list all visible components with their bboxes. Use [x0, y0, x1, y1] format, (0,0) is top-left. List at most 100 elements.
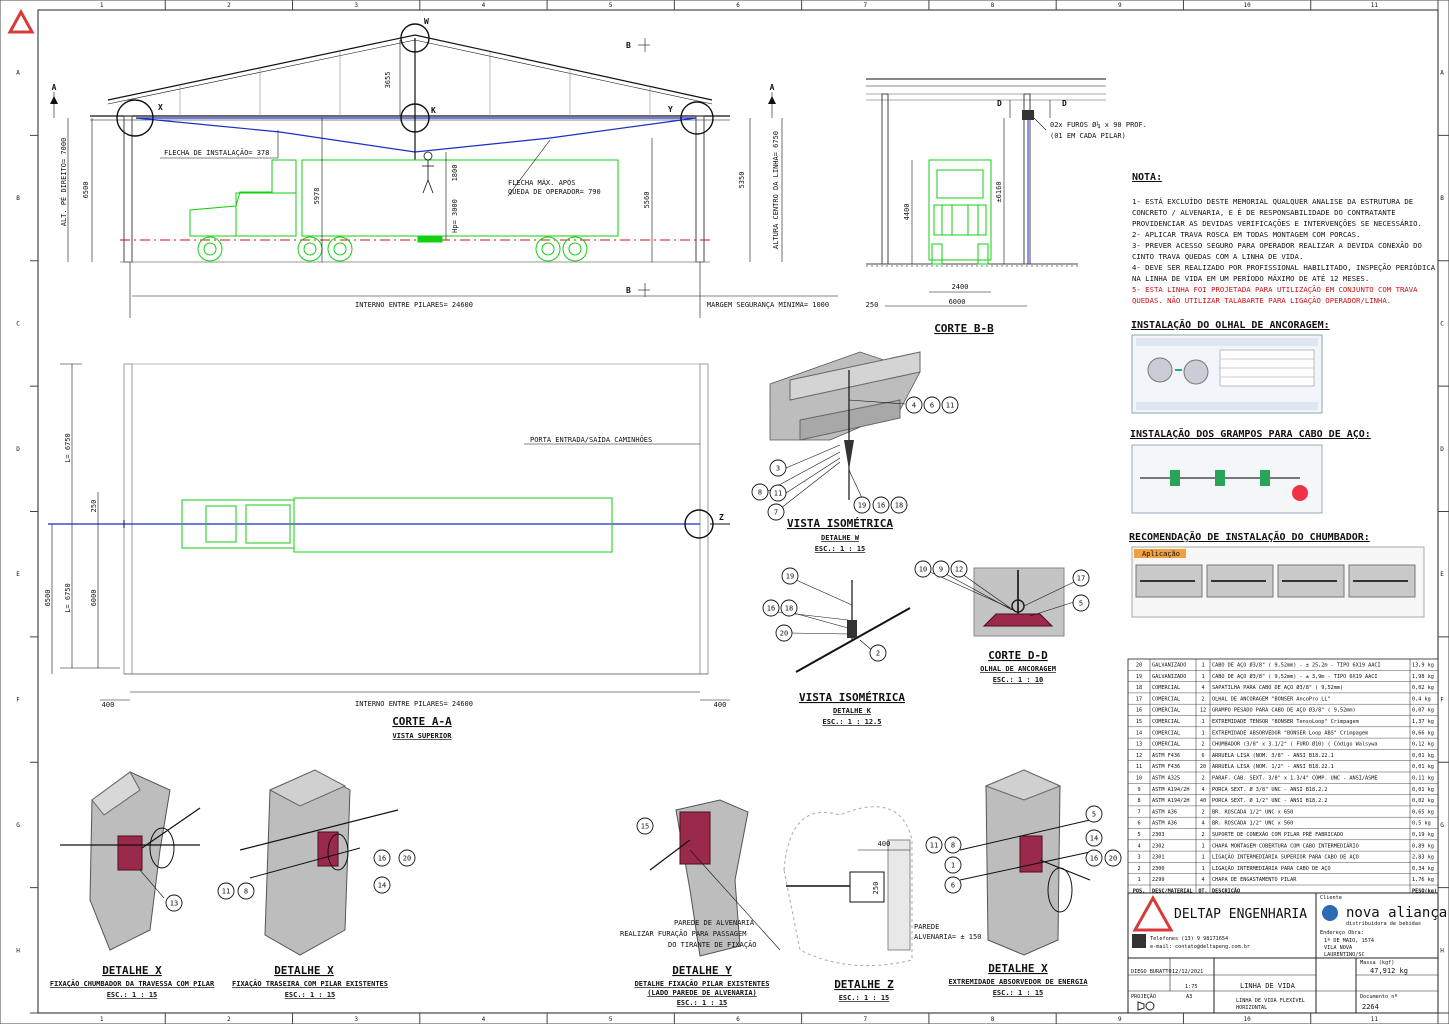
dim-plan-6750-a: L= 6750 [64, 433, 72, 463]
corte-dd-detail: OLHAL DE ANCORAGEM [980, 665, 1056, 673]
svg-text:6: 6 [930, 402, 934, 410]
row-label-C: C [16, 320, 20, 327]
dim-5978: 5978 [313, 188, 321, 205]
corte-d-d: CORTE D-D OLHAL DE ANCORAGEM ESC.: 1 : 1… [929, 567, 1075, 684]
svg-text:17: 17 [1136, 696, 1142, 702]
svg-text:11: 11 [222, 888, 230, 896]
svg-text:2299: 2299 [1152, 877, 1165, 883]
column-label-7: 7 [863, 1016, 867, 1023]
svg-text:0,02 kg: 0,02 kg [1412, 685, 1434, 691]
section-b-bottom-label: B [626, 286, 631, 295]
svg-text:ASTM A194/2H: ASTM A194/2H [1152, 798, 1189, 804]
doc-number: 2264 [1362, 1003, 1379, 1011]
detail-x2-desc: FIXAÇÃO TRASEIRA COM PILAR EXISTENTES [232, 979, 388, 988]
svg-text:CHAPA MONTAGEM COBERTURA COM C: CHAPA MONTAGEM COBERTURA COM CABO INTERM… [1212, 842, 1359, 849]
balloon-part-16: 16 [373, 849, 391, 867]
svg-text:11: 11 [1136, 764, 1142, 770]
svg-text:2: 2 [1201, 776, 1204, 782]
column-label-5: 5 [609, 2, 613, 9]
svg-text:5: 5 [1079, 600, 1083, 608]
row-label-F: F [16, 697, 20, 704]
balloon-part-19: 19 [781, 567, 799, 585]
svg-text:13: 13 [170, 900, 178, 908]
point-k-label: K [431, 106, 436, 115]
note-line-6: CINTO TRAVA QUEDAS COM A LINHA DE VIDA. [1132, 252, 1303, 261]
svg-text:3: 3 [1137, 855, 1140, 861]
balloon-part-20: 20 [775, 624, 793, 642]
section-d-left-label: D [997, 99, 1002, 108]
address-street: 1º DE MAIO, 1574 [1324, 938, 1374, 944]
iso-k-title: VISTA ISOMÉTRICA [799, 691, 905, 704]
detail-x-3: DETALHE X EXTREMIDADE ABSORVEDOR DE ENER… [948, 769, 1091, 997]
balloon-part-12: 12 [950, 560, 968, 578]
column-label-9: 9 [1118, 2, 1122, 9]
svg-text:14: 14 [378, 882, 386, 890]
svg-text:11: 11 [774, 490, 782, 498]
svg-text:2: 2 [1137, 866, 1140, 872]
flecha-instalacao-label: FLECHA DE INSTALAÇÃO= 378 [164, 148, 269, 157]
section-a-left-label: A [52, 83, 57, 92]
svg-text:1: 1 [1201, 855, 1204, 861]
row-label-F: F [1440, 697, 1444, 704]
note-line-2: CONCRETO / ALVENARIA, E É DE RESPONSABIL… [1132, 208, 1396, 217]
balloon-part-4: 4 [905, 396, 923, 414]
detail-x1-title: DETALHE X [102, 964, 162, 977]
plan-view-corte-a-a: PORTA ENTRADA/SAÍDA CAMINHÕES Z L= 6750 … [44, 363, 730, 740]
svg-text:16: 16 [378, 855, 386, 863]
svg-text:18: 18 [785, 605, 793, 613]
drawn-by: DIEGO BURATTO [1131, 969, 1172, 975]
note-red-line-2: QUEDAS. NÃO UTILIZAR TALABARTE PARA LIGA… [1132, 296, 1391, 305]
corte-dd-title: CORTE D-D [988, 649, 1048, 662]
column-label-10: 10 [1243, 2, 1251, 9]
balloon-part-13: 13 [165, 894, 183, 912]
svg-text:20: 20 [1109, 855, 1117, 863]
svg-text:0,11 kg: 0,11 kg [1412, 776, 1434, 782]
svg-text:ASTM F436: ASTM F436 [1152, 753, 1180, 759]
point-y-label: Y [668, 105, 673, 114]
svg-text:16: 16 [877, 502, 885, 510]
iso-detail-k: VISTA ISOMÉTRICA DETALHE K ESC.: 1 : 12.… [777, 579, 911, 726]
svg-text:ASTM A325: ASTM A325 [1152, 776, 1180, 782]
balloon-part-16: 16 [872, 496, 890, 514]
balloon-part-18: 18 [890, 496, 908, 514]
column-label-11: 11 [1371, 2, 1379, 9]
balloon-part-8: 8 [944, 836, 962, 854]
note-line-7: 4- DEVE SER REALIZADO POR PROFISSIONAL H… [1132, 263, 1436, 272]
section-d-right-label: D [1062, 99, 1067, 108]
svg-text:CABO DE AÇO Ø3/8" ( 9,52mm) -: CABO DE AÇO Ø3/8" ( 9,52mm) - ± 25,2m - … [1212, 662, 1381, 669]
dim-altura-linha: ALTURA CENTRO DA LINHA= 6750 [772, 131, 780, 249]
detail-x3-scale: ESC.: 1 : 15 [993, 989, 1044, 997]
svg-text:1,98 kg: 1,98 kg [1412, 674, 1434, 680]
balloon-part-2: 2 [869, 644, 887, 662]
svg-text:6: 6 [1201, 753, 1204, 759]
svg-text:5: 5 [1092, 811, 1096, 819]
title-block: DELTAP ENGENHARIA Telefones (13) 9 98171… [1127, 892, 1447, 1014]
svg-text:ASTM F436: ASTM F436 [1152, 764, 1180, 770]
svg-text:COMERCIAL: COMERCIAL [1152, 685, 1180, 691]
parede-line3: DO TIRANTE DE FIXAÇÃO [668, 940, 757, 949]
dim-6160: ±6160 [995, 181, 1003, 202]
svg-text:3: 3 [776, 465, 780, 473]
section-b-top-label: B [626, 41, 631, 50]
svg-text:8: 8 [244, 888, 248, 896]
svg-text:1: 1 [951, 862, 955, 870]
svg-text:1: 1 [1201, 663, 1204, 669]
dim-plan-400-left: 400 [102, 701, 115, 709]
svg-text:ASTM A36: ASTM A36 [1152, 809, 1177, 815]
dim-3655: 3655 [384, 72, 392, 89]
dim-plan-6000: 6000 [90, 590, 98, 607]
iso-w-detail: DETALHE W [821, 534, 860, 542]
svg-text:1,76 kg: 1,76 kg [1412, 877, 1434, 883]
drawing-title-line2: HORIZONTAL [1236, 1005, 1267, 1011]
detail-y-scale: ESC.: 1 : 15 [677, 999, 728, 1007]
balloon-part-20: 20 [1104, 849, 1122, 867]
balloon-part-20: 20 [398, 849, 416, 867]
